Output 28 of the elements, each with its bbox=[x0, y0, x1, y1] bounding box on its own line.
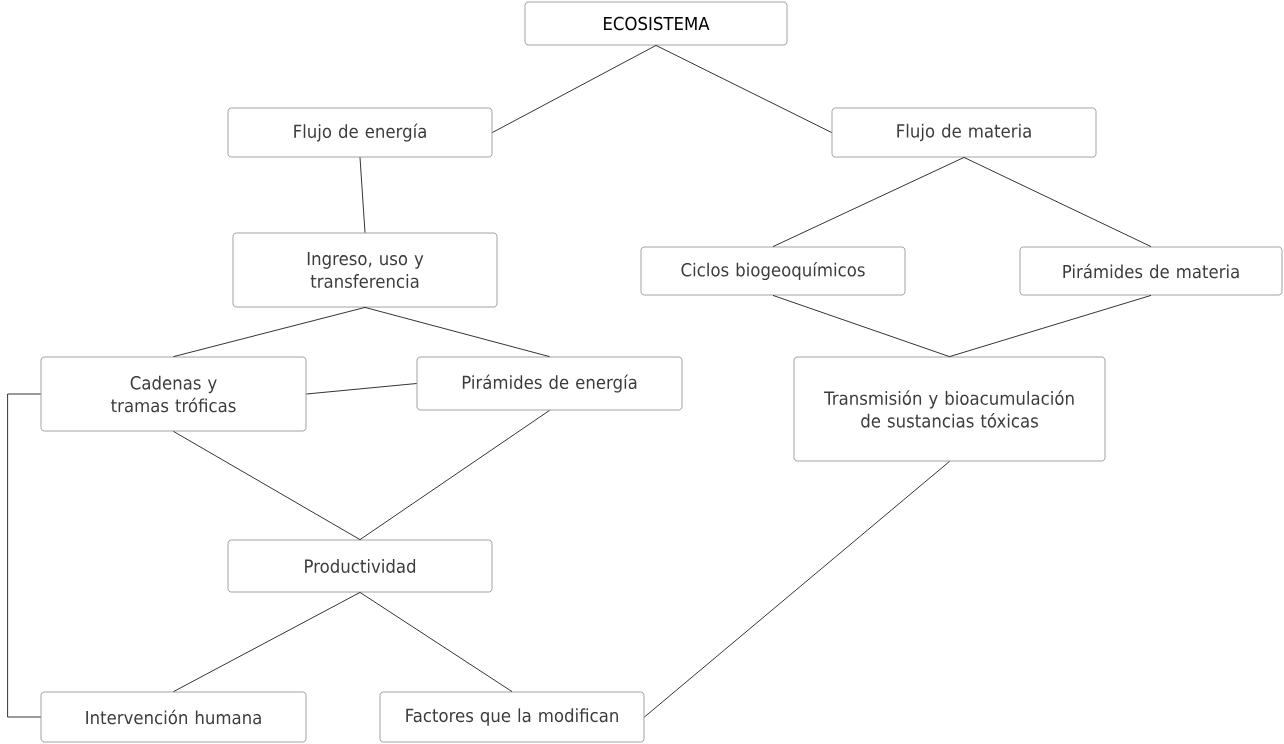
concept-box: Pirámides de energía bbox=[416, 356, 683, 411]
connector-line bbox=[949, 295, 1152, 357]
connector-line bbox=[306, 383, 417, 395]
concept-box: Flujo de energía bbox=[227, 107, 493, 158]
connector-line bbox=[655, 45, 832, 133]
connector-line bbox=[772, 157, 965, 247]
connector-line bbox=[644, 461, 950, 718]
concept-box: Flujo de materia bbox=[831, 107, 1097, 158]
connector-line bbox=[7, 393, 41, 718]
concept-box: Productividad bbox=[227, 539, 493, 593]
concept-box: ECOSISTEMA bbox=[524, 1, 788, 46]
connector-line bbox=[364, 307, 550, 357]
concept-box: Ciclos biogeoquímicos bbox=[640, 246, 906, 296]
concept-box: Intervención humana bbox=[40, 691, 307, 743]
connector-line bbox=[492, 45, 657, 133]
connector-line bbox=[359, 592, 513, 692]
connector-line bbox=[772, 295, 950, 357]
connector-line bbox=[359, 157, 366, 233]
connector-line bbox=[173, 431, 361, 540]
connector-line bbox=[173, 592, 361, 692]
concept-box: Pirámides de materia bbox=[1019, 246, 1283, 296]
connector-line bbox=[963, 157, 1152, 247]
connector-line bbox=[173, 307, 366, 357]
concept-box: Cadenas y tramas tróficas bbox=[40, 356, 307, 432]
concept-box: Transmisión y bioacumulación de sustancias tóxicas bbox=[793, 356, 1106, 462]
connector-line bbox=[359, 410, 550, 540]
concept-box: Factores que la modifican bbox=[379, 691, 645, 743]
concept-box: Ingreso, uso y transferencia bbox=[232, 232, 498, 308]
